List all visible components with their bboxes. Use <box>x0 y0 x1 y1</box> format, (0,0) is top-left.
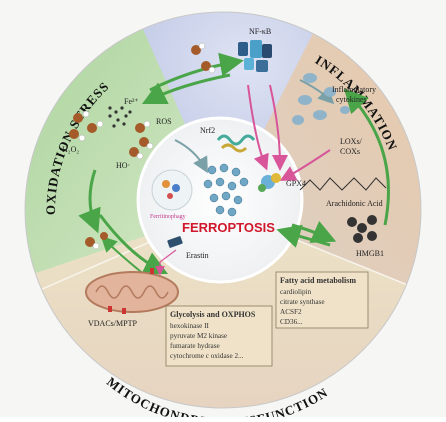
h2o2-label: H₂O₂ <box>62 145 79 154</box>
fatty-acid-item: citrate synthase <box>280 298 325 306</box>
fatty-acid-box <box>275 271 369 329</box>
fatty-acid-item: ACSF2 <box>280 308 302 316</box>
cytokines-icon <box>292 73 350 125</box>
nrf2-icon <box>216 134 256 153</box>
lox-label: LOXs/ <box>340 137 363 146</box>
vdacs-label: VDACs/MPTP <box>88 319 137 328</box>
ros-label: ROS <box>156 117 172 126</box>
fatty-acid-title: Fatty acid metabolism <box>280 276 356 285</box>
hmgb1-label: HMGB1 <box>356 249 384 258</box>
top-molecules-icon <box>191 42 216 74</box>
glycolysis-box <box>165 305 273 367</box>
pink-arrow-2 <box>269 84 288 171</box>
glycolysis-item: cytochrome c oxidase 2... <box>170 352 244 360</box>
nfkb-icon <box>238 40 272 72</box>
fatty-acid-item: CD36... <box>280 318 303 326</box>
lower-molecules-icon <box>85 232 108 250</box>
h2o2-molecules-icon <box>69 110 104 142</box>
erastin-label: Erastin <box>186 251 209 260</box>
nrf2-label: Nrf2 <box>200 126 215 135</box>
arrow-ros-ferro <box>174 139 208 174</box>
erastin-icon <box>167 236 183 248</box>
cytokines-label: cytokines <box>336 95 367 104</box>
gpx4-icon <box>258 173 281 192</box>
ros-molecules-icon <box>135 120 154 150</box>
arrow-from-nfkb <box>141 73 231 105</box>
pink-arrow-1 <box>247 84 269 171</box>
glycolysis-item: pyruvate M2 kinase <box>170 332 227 340</box>
pink-arrow-lox <box>279 149 331 181</box>
fe2-ions-icon <box>108 106 132 128</box>
nfkb-label: NF-κB <box>249 27 271 36</box>
outer-circle <box>24 11 422 409</box>
glycolysis-title: Glycolysis and OXPHOS <box>170 310 256 319</box>
ferritin-icon <box>162 180 180 199</box>
membrane-lattice-icon <box>203 163 249 217</box>
center-title: FERROPTOSIS <box>182 220 275 235</box>
gpx4-label: GPX4 <box>286 179 306 188</box>
arrow-h2o2-down <box>78 169 101 234</box>
mitochondrion-icon <box>85 268 179 314</box>
inflammatory-label: Inflammatory <box>332 85 376 94</box>
arrow-to-ferroptosis-right <box>276 224 331 248</box>
arrow-to-mito <box>98 214 169 275</box>
ferritinophagy-vesicle <box>151 169 193 211</box>
hmgb1-icon <box>347 215 377 243</box>
arrow-to-hmgb1 <box>291 220 337 243</box>
fe2-label: Fe²⁺ <box>124 97 139 106</box>
erastin-to-mito-arrow <box>155 249 177 276</box>
cox-label: COXs <box>340 147 360 156</box>
arrow-nfkb-cytokines <box>299 79 335 105</box>
ho-molecule-icon <box>129 147 144 160</box>
arrow-hmgb1-inflammation <box>343 88 390 226</box>
glycolysis-item: hexokinase II <box>170 322 210 330</box>
arachidonic-label: Arachidonic Acid <box>326 199 383 208</box>
ho-label: HO· <box>116 161 130 170</box>
fatty-acid-item: cardiolipin <box>280 288 312 296</box>
glycolysis-item: fumarate hydrase <box>170 342 220 350</box>
arachidonic-structure-icon <box>299 177 387 191</box>
ferritinophagy-label: Ferritinophagy <box>150 214 186 220</box>
top-zone <box>130 12 360 210</box>
